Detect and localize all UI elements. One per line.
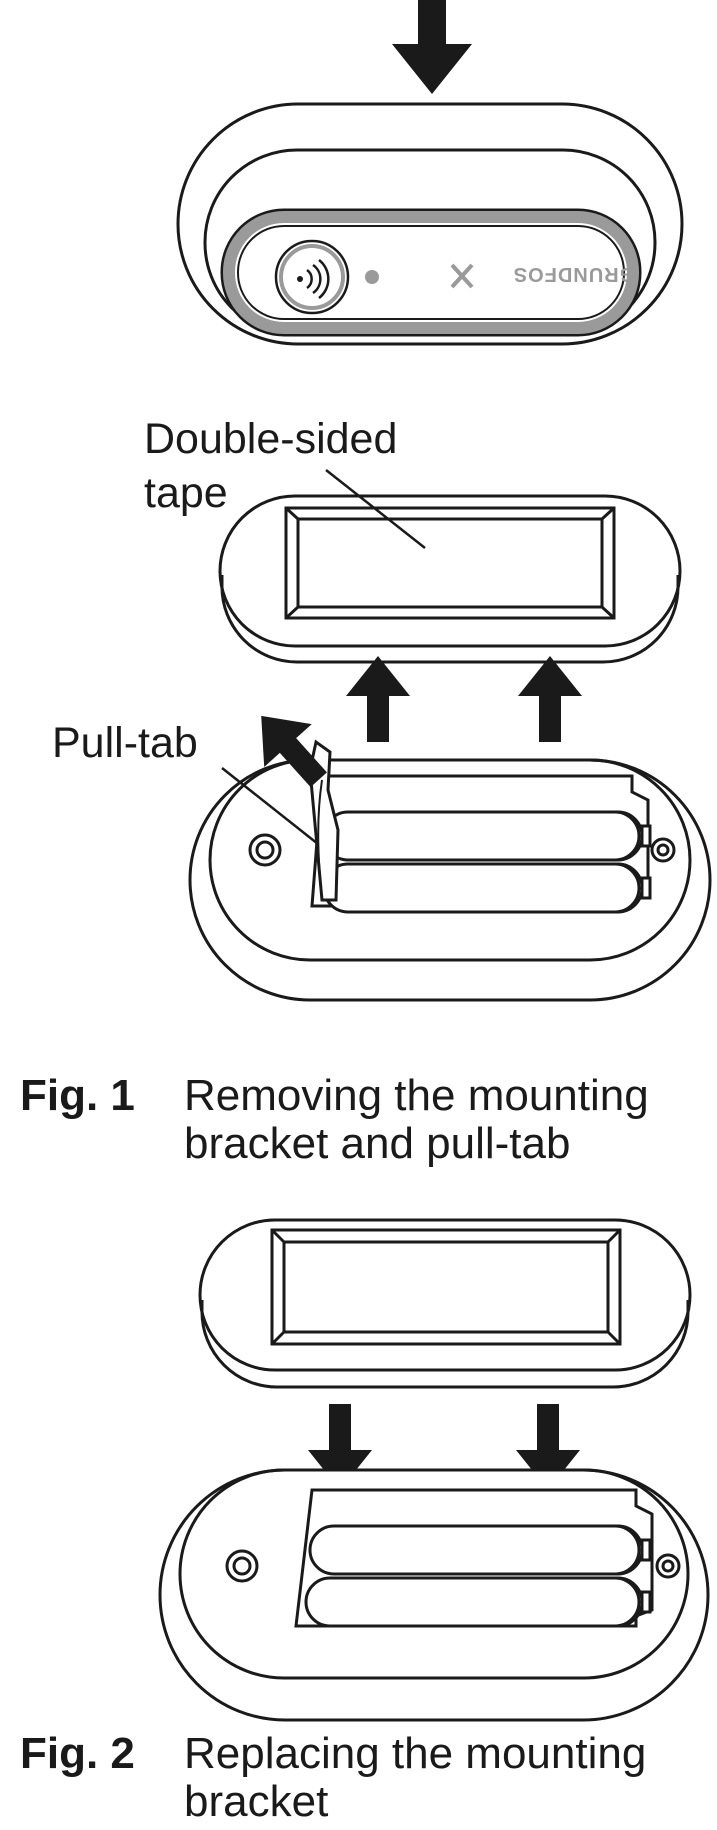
brand-text: GRUNDFOS xyxy=(513,263,635,285)
battery-upper-fig2 xyxy=(308,1524,652,1576)
screw-hole-right-fig2 xyxy=(655,1553,681,1579)
lift-arrow-right xyxy=(518,656,582,742)
press-arrow-top xyxy=(392,0,472,94)
sensor-front-body xyxy=(176,102,684,346)
label-double-sided-tape-line1: Double-sided xyxy=(144,415,398,463)
fig2-caption-line2: bracket xyxy=(184,1777,329,1826)
wireless-signal-icon xyxy=(297,259,330,299)
fig1-caption-number: Fig. 1 xyxy=(20,1071,135,1120)
grundfos-x-logo xyxy=(450,263,474,289)
battery-lower-fig2 xyxy=(304,1576,652,1628)
fig2-caption-line1: Replacing the mounting xyxy=(184,1729,647,1778)
screw-hole-right-fig1 xyxy=(650,837,676,863)
tape-callout-line xyxy=(325,469,426,549)
brand-mark: GRUNDFOS xyxy=(450,263,635,289)
battery-lower-fig1 xyxy=(322,862,652,914)
status-led xyxy=(365,270,379,284)
fig2-caption-number: Fig. 2 xyxy=(20,1729,135,1778)
screw-hole-left-fig1 xyxy=(248,833,282,867)
lift-arrow-left xyxy=(346,656,410,742)
mounting-bracket-fig2 xyxy=(198,1218,692,1389)
pulltab-callout-line xyxy=(221,767,319,845)
double-sided-tape xyxy=(284,506,616,620)
label-double-sided-tape-line2: tape xyxy=(144,469,228,517)
mounting-bracket-fig1 xyxy=(218,494,682,664)
label-pull-tab: Pull-tab xyxy=(52,719,198,767)
battery-upper-fig1 xyxy=(322,810,652,862)
fig1-caption-line1: Removing the mounting xyxy=(184,1071,649,1120)
fig1-caption-line2: bracket and pull-tab xyxy=(184,1119,571,1168)
wireless-button xyxy=(274,239,350,315)
screw-hole-left-fig2 xyxy=(225,1549,259,1583)
